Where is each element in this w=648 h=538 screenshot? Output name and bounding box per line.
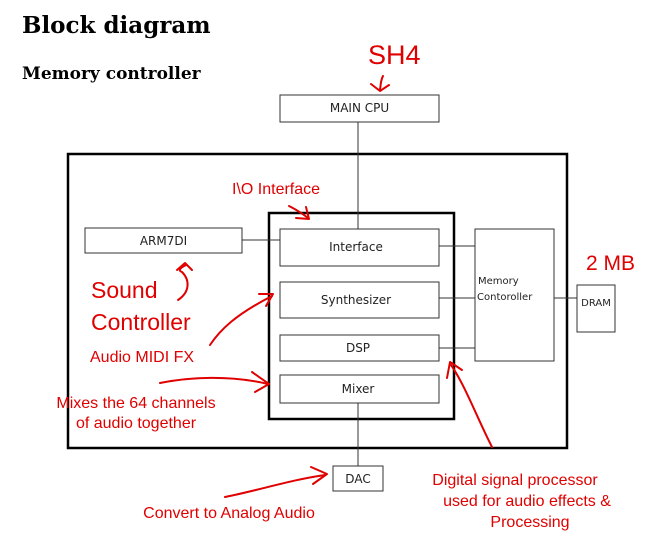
sound-controller-annotation-line1: Sound bbox=[91, 277, 158, 303]
dsp-arrow-head bbox=[446, 361, 463, 379]
dsp-box bbox=[279, 334, 440, 362]
io-interface-arrow-head bbox=[295, 206, 310, 220]
synthesizer-arrow bbox=[209, 295, 273, 346]
dram-box bbox=[576, 284, 616, 333]
memory-controller-label-line1: Memory bbox=[478, 276, 519, 287]
mixer-label: Mixer bbox=[342, 382, 375, 396]
dac-arrow-head bbox=[310, 466, 328, 485]
main-cpu-label: MAIN CPU bbox=[330, 101, 389, 115]
arm7di-label: ARM7DI bbox=[140, 234, 187, 248]
mixer-arrow bbox=[159, 376, 269, 385]
dac-arrow bbox=[224, 474, 326, 498]
io-interface-annotation: I\O Interface bbox=[232, 181, 320, 198]
sound-controller-arrow bbox=[177, 264, 189, 301]
synthesizer-box bbox=[279, 281, 440, 319]
interface-box bbox=[279, 228, 440, 267]
sh4-arrow bbox=[379, 75, 384, 90]
dsp-annotation-line2: used for audio effects & bbox=[443, 493, 611, 510]
dac-label: DAC bbox=[345, 472, 370, 486]
synthesizer-label: Synthesizer bbox=[321, 293, 391, 307]
memory-controller-label-line2: Contoroller bbox=[477, 292, 533, 303]
outer-frame bbox=[66, 152, 569, 450]
io-interface-arrow bbox=[288, 205, 309, 219]
mixes-annotation-line2: of audio together bbox=[76, 415, 197, 432]
dram-label: DRAM bbox=[581, 298, 611, 309]
memory-controller-box bbox=[474, 228, 555, 362]
mixer-box bbox=[279, 374, 440, 404]
page-title: Block diagram bbox=[22, 12, 211, 39]
dram-size-annotation: 2 MB bbox=[586, 252, 635, 275]
main-cpu-box bbox=[279, 94, 440, 123]
connectors bbox=[242, 122, 577, 466]
dsp-arrow bbox=[450, 364, 493, 448]
dsp-annotation-line3: Processing bbox=[490, 514, 569, 531]
dsp-label: DSP bbox=[346, 341, 370, 355]
interface-label: Interface bbox=[329, 240, 383, 254]
dac-box bbox=[332, 465, 384, 492]
section-subtitle: Memory controller bbox=[22, 64, 201, 84]
audio-midi-fx-annotation: Audio MIDI FX bbox=[90, 349, 194, 366]
mixes-annotation-line1: Mixes the 64 channels bbox=[56, 395, 215, 412]
audio-core-frame bbox=[267, 211, 456, 421]
sh4-annotation: SH4 bbox=[368, 40, 421, 70]
sh4-arrow-head bbox=[370, 83, 390, 92]
sound-controller-annotation-line2: Controller bbox=[91, 309, 191, 335]
synthesizer-arrow-head bbox=[258, 293, 274, 307]
dsp-annotation-line1: Digital signal processor bbox=[432, 472, 598, 489]
sound-controller-arrow-head bbox=[176, 262, 193, 271]
annotation-arrows bbox=[159, 75, 493, 498]
mixer-arrow-head bbox=[251, 371, 270, 393]
arm7di-box bbox=[84, 227, 243, 254]
dac-annotation: Convert to Analog Audio bbox=[143, 505, 315, 522]
